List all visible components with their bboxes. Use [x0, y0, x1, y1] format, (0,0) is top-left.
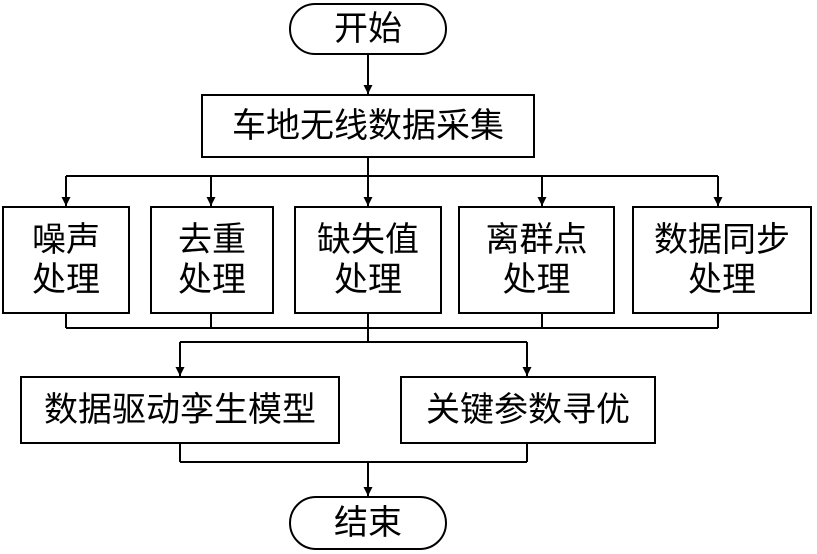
dedup-process-line2: 处理: [178, 260, 246, 300]
end-label: 结束: [334, 503, 402, 543]
outlier-process-line1: 离群点: [485, 220, 588, 260]
noise-process-box: 噪声 处理: [2, 206, 130, 314]
outlier-process-box: 离群点 处理: [458, 206, 615, 314]
twin-model-label: 数据驱动孪生模型: [44, 390, 316, 430]
start-terminal: 开始: [289, 3, 447, 55]
sync-process-line2: 处理: [688, 260, 756, 300]
dedup-process-line1: 去重: [178, 220, 246, 260]
param-optimize-label: 关键参数寻优: [426, 390, 630, 430]
collect-box: 车地无线数据采集: [201, 94, 535, 158]
dedup-process-box: 去重 处理: [150, 206, 274, 314]
sync-process-line1: 数据同步: [654, 220, 790, 260]
start-label: 开始: [334, 9, 402, 49]
missing-value-process-box: 缺失值 处理: [294, 206, 442, 314]
outlier-process-line2: 处理: [502, 260, 571, 300]
noise-process-line1: 噪声: [32, 220, 100, 260]
end-terminal: 结束: [289, 496, 447, 550]
collect-label: 车地无线数据采集: [232, 106, 504, 146]
sync-process-box: 数据同步 处理: [632, 206, 812, 314]
missing-value-process-line2: 处理: [334, 260, 402, 300]
noise-process-line2: 处理: [32, 260, 100, 300]
twin-model-box: 数据驱动孪生模型: [20, 376, 340, 444]
param-optimize-box: 关键参数寻优: [400, 376, 656, 444]
missing-value-process-line1: 缺失值: [317, 220, 419, 260]
